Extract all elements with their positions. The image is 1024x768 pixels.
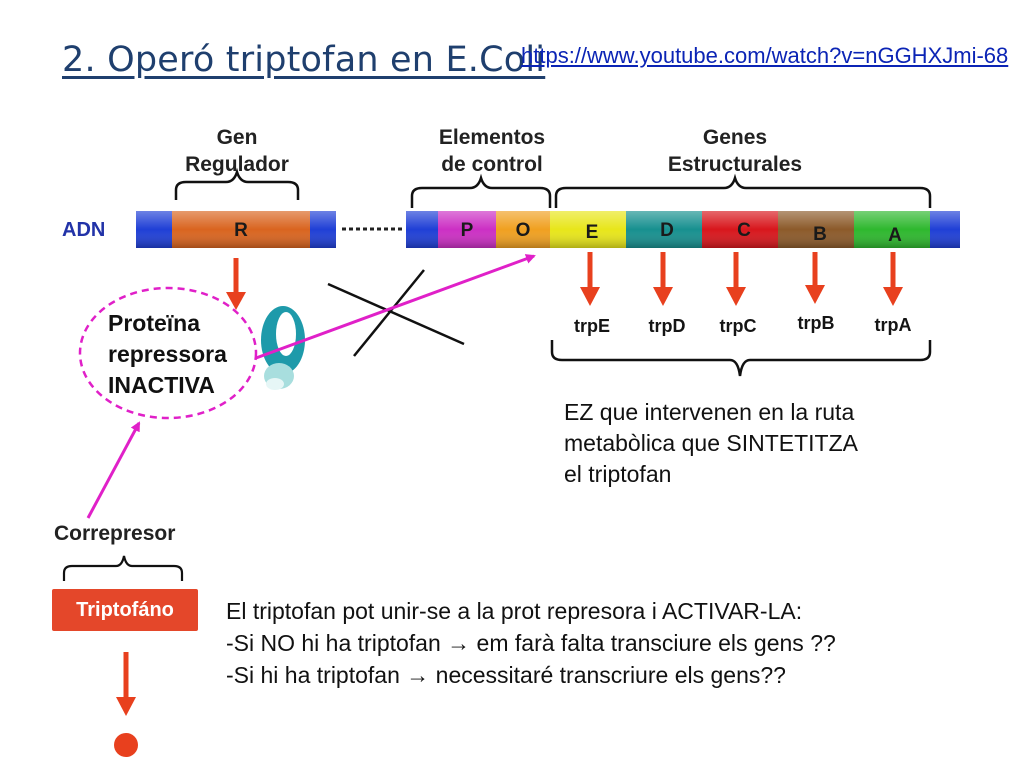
header-genes-estructurales-line1: Genes (702, 126, 768, 149)
segment-label-d: D (660, 220, 674, 241)
header-gen-regulador: Gen Regulador (172, 124, 302, 178)
product-trpa: trpA (875, 315, 912, 335)
blocked-x-mark (327, 269, 465, 357)
arrow-trpe-down (580, 252, 600, 306)
protein-line2: repressora (108, 341, 227, 367)
dna-operon-region (406, 211, 960, 248)
header-genes-estructurales-line2: Estructurales (667, 153, 803, 176)
explanation-line1: El triptofan pot unir-se a la prot repre… (226, 598, 803, 624)
tryptophan-dot-icon (114, 733, 138, 757)
ez-line1: EZ que intervenen en la ruta (564, 399, 855, 425)
segment-label-p: P (461, 220, 474, 241)
arrow-trpb-down (805, 252, 825, 304)
ez-line3: el triptofan (564, 461, 672, 487)
dna-label: ADN (62, 219, 106, 241)
header-gen-regulador-line1: Gen (216, 126, 258, 149)
segment-label-r: R (234, 220, 248, 241)
repressor-protein-icon (261, 306, 305, 390)
inactive-repressor-dashed-circle (78, 286, 258, 420)
ez-line2: metabòlica que SINTETITZA (564, 430, 858, 456)
header-genes-estructurales: Genes Estructurales (640, 124, 830, 178)
header-gen-regulador-line2: Regulador (185, 153, 289, 176)
brace-gen-regulador (174, 167, 300, 200)
arrow-trpd-down (653, 252, 673, 306)
corepressor-label: Correpresor (54, 522, 176, 545)
header-elementos-control-line2: de control (441, 153, 543, 176)
enzymes-description: EZ que intervenen en la ruta metabòlica … (564, 397, 858, 490)
product-trpe: trpE (574, 316, 610, 336)
arrow-regulator-down (226, 258, 246, 310)
repressor-protein-label: Proteïna repressora INACTIVA (108, 308, 227, 401)
segment-label-c: C (737, 220, 751, 241)
product-trpd: trpD (649, 316, 686, 336)
arrow-tryptophan-down (116, 652, 136, 716)
product-trpc: trpC (720, 316, 757, 336)
header-elementos-control: Elementos de control (420, 124, 564, 178)
arrow-trpa-down (883, 252, 903, 306)
segment-label-a: A (888, 225, 902, 246)
brace-genes-estructurales (554, 173, 932, 208)
arrow-trpc-down (726, 252, 746, 306)
protein-line3: INACTIVA (108, 372, 215, 398)
segment-label-e: E (586, 222, 599, 243)
magenta-arrow-from-corepressor (86, 421, 141, 519)
product-trpb: trpB (798, 313, 835, 333)
brace-elementos-control (410, 173, 552, 208)
explanation-line3: -Si hi ha triptofan → necessitaré transc… (226, 662, 786, 688)
page-title: 2. Operó triptofan en E.Coli (62, 40, 546, 80)
tryptophan-box: Triptofáno (52, 589, 198, 631)
protein-line1: Proteïna (108, 310, 201, 336)
magenta-arrow-to-operator (255, 254, 536, 360)
segment-label-o: O (516, 220, 531, 241)
explanation-line2: -Si NO hi ha triptofan → em farà falta t… (226, 630, 836, 656)
brace-products (550, 340, 932, 377)
segment-label-b: B (813, 224, 827, 245)
dna-regulator-region (136, 211, 336, 248)
brace-corepressor (62, 555, 184, 581)
red-arrows (116, 252, 903, 716)
explanation-text: El triptofan pot unir-se a la prot repre… (226, 595, 836, 691)
header-elementos-control-line1: Elementos (438, 126, 546, 149)
youtube-link[interactable]: https://www.youtube.com/watch?v=nGGHXJmi… (521, 43, 1009, 68)
